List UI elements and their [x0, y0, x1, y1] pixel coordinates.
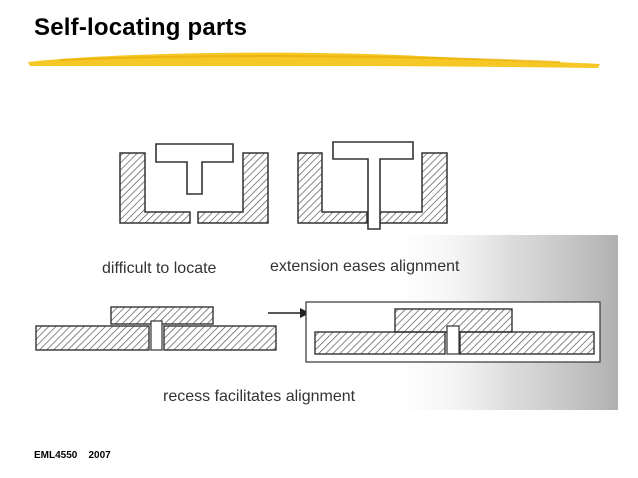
title-underline-stroke [28, 52, 600, 68]
caption-extension-eases-alignment: extension eases alignment [270, 258, 460, 275]
caption-recess-facilitates-alignment: recess facilitates alignment [163, 388, 356, 405]
caption-difficult-to-locate: difficult to locate [102, 260, 217, 277]
part-extension-eases-alignment [297, 141, 448, 230]
footer-course-year: EML4550 2007 [34, 450, 111, 461]
part-recess-before [35, 306, 277, 351]
part-recess-after [305, 301, 601, 363]
part-difficult-to-locate [119, 143, 269, 224]
arrow-to-result [268, 308, 310, 318]
slide-title: Self-locating parts [34, 14, 248, 41]
